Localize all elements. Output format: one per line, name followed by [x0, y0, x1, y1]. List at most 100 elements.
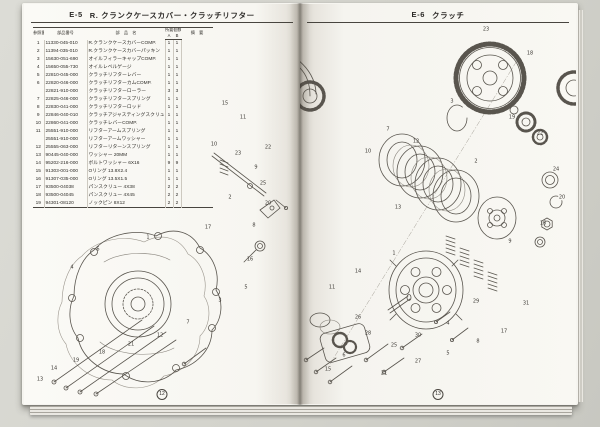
cell-name: クラッチリフタースプリング: [86, 95, 165, 104]
cell-name: Oリング 13.5X1.5: [86, 175, 165, 184]
part-callout: 6: [342, 352, 346, 359]
cell-q1: 1: [164, 143, 173, 152]
part-callout: 22: [536, 130, 544, 137]
cell-q2: 1: [172, 79, 182, 88]
part-callout: 14: [354, 268, 362, 275]
cell-remarks: [180, 87, 214, 96]
part-callout: 1: [392, 250, 396, 257]
cell-remarks: [180, 135, 214, 144]
part-callout: 4: [70, 264, 74, 271]
cell-ref: 10: [35, 120, 41, 126]
cell-remarks: [180, 151, 214, 160]
cell-q1: 1: [164, 95, 173, 104]
cell-part_no: 90445-040-000: [43, 151, 87, 160]
cell-name: クラッチリフターレバー: [86, 71, 165, 80]
cell-name: オイルレベルゲージ: [86, 63, 165, 72]
cell-name: R.クランクケースカバーパッキン: [86, 47, 165, 56]
cell-q2: 1: [172, 39, 182, 48]
parts-table-head: 参照番号 部品番号 部 品 名 所要個数 摘 要 A B: [33, 27, 214, 40]
part-callout: 24: [552, 166, 560, 173]
cell-name: クラッチレバーCOMP.: [86, 119, 165, 128]
cell-ref: 15: [35, 168, 41, 174]
cell-part_no: 11394-035-010: [43, 47, 87, 56]
cell-name: パンスクリュー 4X38: [86, 183, 165, 192]
cell-q2: 1: [172, 127, 182, 136]
part-callout: 16: [539, 220, 547, 227]
part-callout: 22: [264, 144, 272, 151]
cell-ref: 17: [35, 184, 41, 190]
cell-q1: 1: [164, 47, 173, 56]
part-callout: 17: [204, 224, 212, 231]
cell-part_no: 15650-055-730: [43, 63, 87, 72]
cell-name: クラッチリフターカムCOMP.: [86, 79, 165, 88]
part-callout: 8: [252, 222, 256, 229]
cell-q1: 1: [164, 167, 173, 176]
cell-ref: 5: [36, 72, 40, 78]
cell-remarks: [180, 103, 214, 112]
cell-part_no: 22830-041-000: [43, 103, 87, 112]
cell-part_no: 95202-216-000: [43, 159, 87, 168]
col-header-name: 部 品 名: [87, 27, 165, 40]
cell-ref: 12: [35, 144, 41, 150]
cell-remarks: [180, 127, 214, 136]
cell-q1: 1: [164, 39, 173, 48]
part-callout: 16: [246, 256, 254, 263]
cell-part_no: 22825-046-000: [43, 95, 87, 104]
cell-part_no: 15630-051-690: [43, 55, 87, 64]
cell-remarks: [180, 191, 214, 200]
right-page-header: E-6 クラッチ: [300, 10, 576, 21]
part-callout: 7: [386, 126, 390, 133]
part-callout: 25: [259, 180, 267, 187]
cell-remarks: [180, 143, 214, 152]
cell-ref: 4: [36, 64, 40, 70]
right-section-code: E-6: [411, 10, 426, 19]
cell-part_no: 11330-045-010: [43, 39, 87, 48]
part-callout: 14: [50, 365, 58, 372]
part-callout: 20: [558, 194, 566, 201]
cell-q2: 1: [172, 47, 182, 56]
cell-name: Oリング 13.8X2.4: [86, 167, 165, 176]
cell-part_no: 22860-041-000: [43, 119, 87, 128]
part-callout: 19: [508, 114, 516, 121]
right-page-number: 13: [432, 389, 444, 400]
left-page: E-5 R. クランクケースカバー・クラッチリフター 参照番号 部品番号 部 品…: [24, 4, 300, 404]
cell-ref: 1: [36, 40, 40, 46]
part-callout: 21: [380, 370, 388, 377]
col-header-qty-b: B: [173, 33, 182, 40]
cell-name: クラッチアジャスティングスクリュー: [86, 111, 165, 120]
cell-name: ボルトワッシャー 6X16: [86, 159, 165, 168]
cell-part_no: 93500-04038: [43, 183, 87, 192]
cell-q1: 1: [164, 119, 173, 128]
cell-name: クラッチリフターローラー: [86, 87, 165, 96]
parts-catalog-book: E-5 R. クランクケースカバー・クラッチリフター 参照番号 部品番号 部 品…: [22, 3, 578, 405]
cell-remarks: [180, 79, 214, 88]
cell-part_no: 22821-910-000: [43, 87, 87, 96]
cell-name: ワッシャー 20MM: [86, 151, 165, 160]
cell-remarks: [180, 71, 214, 80]
cell-remarks: [180, 199, 214, 208]
cell-q2: 1: [172, 135, 182, 144]
cell-q1: 1: [164, 71, 173, 80]
cell-part_no: 91303-001-000: [43, 167, 87, 176]
cell-remarks: [180, 111, 214, 120]
part-callout: 15: [324, 366, 332, 373]
cell-part_no: 25555-063-000: [43, 143, 87, 152]
cell-name: パンスクリュー 4X45: [86, 191, 165, 200]
part-callout: 11: [328, 284, 336, 291]
col-header-qty-a: A: [165, 33, 173, 40]
part-callout: 12: [156, 332, 164, 339]
left-page-number: 12: [156, 389, 168, 400]
cell-name: ノックピン 8X12: [86, 199, 165, 208]
cell-q2: 1: [172, 143, 182, 152]
cell-q1: 1: [164, 151, 173, 160]
